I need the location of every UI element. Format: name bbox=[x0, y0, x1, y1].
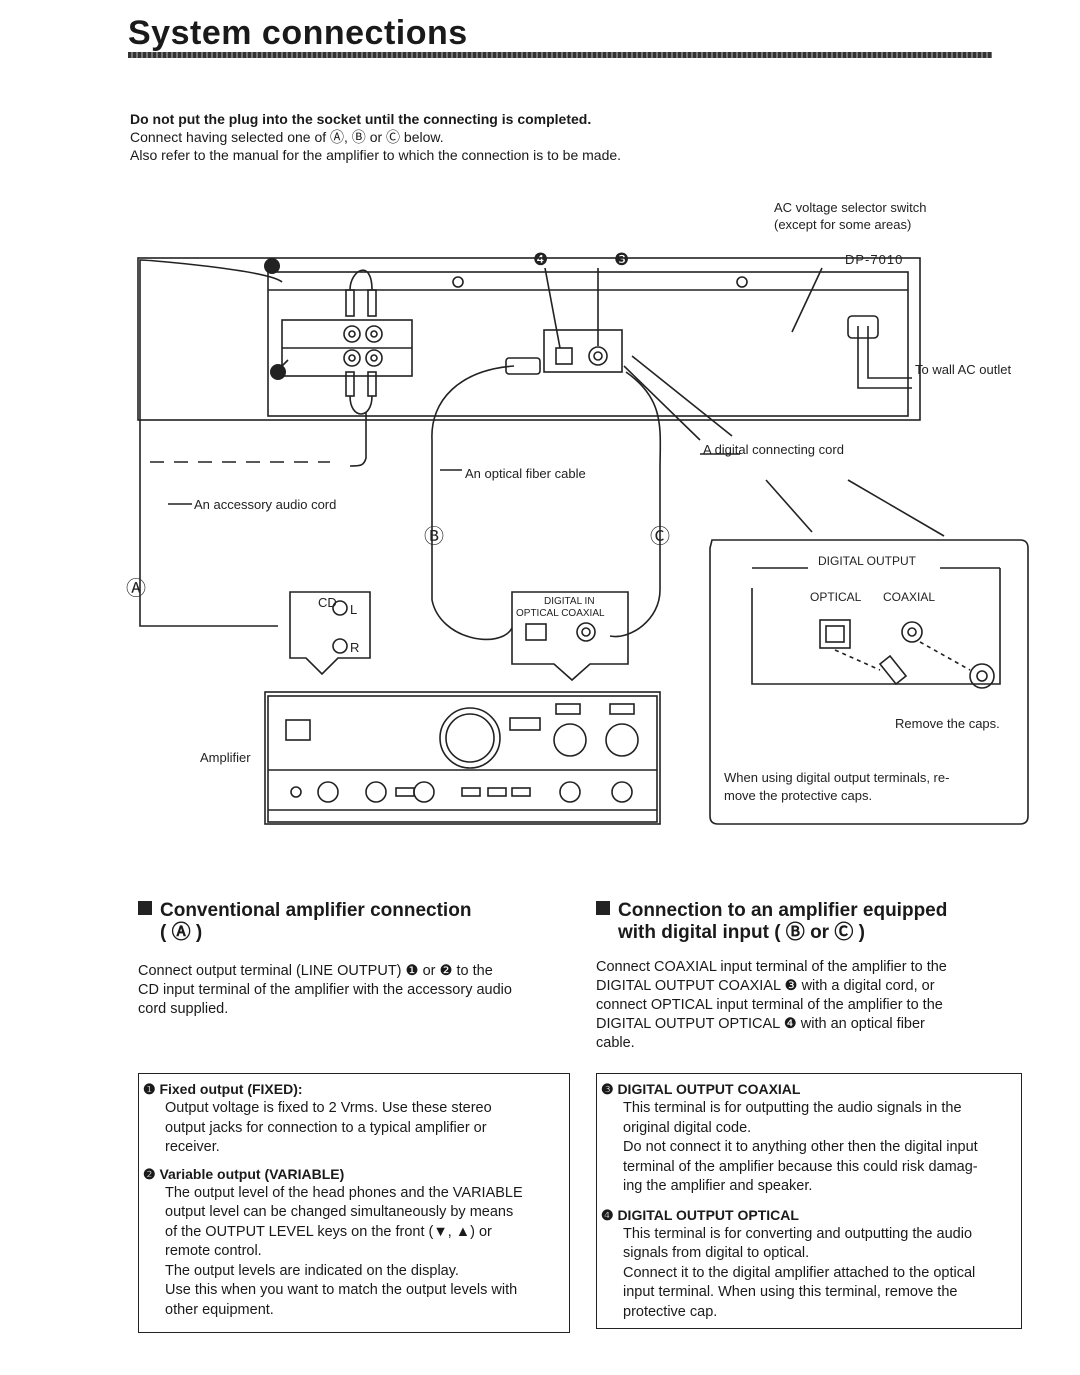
label-ac-switch-1: AC voltage selector switch bbox=[774, 200, 927, 215]
digital-coaxial-line: original digital code. bbox=[623, 1119, 752, 1136]
left-body: Connect output terminal (LINE OUTPUT) ❶ … bbox=[138, 962, 558, 1019]
right-body-line: connect OPTICAL input terminal of the am… bbox=[596, 997, 943, 1013]
label-coaxial: COAXIAL bbox=[883, 590, 936, 604]
variable-output-line: remote control. bbox=[165, 1243, 262, 1259]
page-title: System connections bbox=[128, 14, 468, 52]
intro: Do not put the plug into the socket unti… bbox=[130, 110, 621, 164]
diagram-drawing bbox=[137, 257, 1029, 825]
fixed-output-heading: ❶ Fixed output (FIXED): bbox=[143, 1081, 303, 1097]
left-heading-line-1: Conventional amplifier connection bbox=[160, 900, 472, 921]
intro-line-2: Connect having selected one of Ⓐ, Ⓑ or Ⓒ… bbox=[130, 129, 444, 145]
digital-optical-line: input terminal. When using this terminal… bbox=[623, 1284, 958, 1300]
right-body-line: DIGITAL OUTPUT OPTICAL ❹ with an optical… bbox=[596, 1016, 925, 1032]
left-info-box: ❶ Fixed output (FIXED): Output voltage i… bbox=[138, 1073, 570, 1333]
left-heading-line-2: ( Ⓐ ) bbox=[160, 922, 203, 943]
label-optical: OPTICAL bbox=[810, 590, 862, 604]
label-optical-cable: An optical fiber cable bbox=[465, 466, 586, 481]
right-heading-line-1: Connection to an amplifier equipped bbox=[618, 900, 948, 921]
fixed-output-line: Output voltage is fixed to 2 Vrms. Use t… bbox=[165, 1100, 492, 1116]
left-body-line: cord supplied. bbox=[138, 1001, 229, 1017]
digital-optical-line: Connect it to the digital amplifier atta… bbox=[623, 1264, 976, 1281]
fixed-output-line: output jacks for connection to a typical… bbox=[165, 1119, 487, 1136]
variable-output-line: The output levels are indicated on the d… bbox=[165, 1262, 459, 1279]
variable-output-line: other equipment. bbox=[165, 1301, 274, 1318]
label-digital-cord: A digital connecting cord bbox=[703, 442, 844, 457]
digital-optical-heading: ❹ DIGITAL OUTPUT OPTICAL bbox=[601, 1206, 799, 1223]
label-right: R bbox=[350, 640, 360, 655]
left-body-line: Connect output terminal (LINE OUTPUT) ❶ … bbox=[138, 963, 493, 979]
digital-coaxial-heading: ❸ DIGITAL OUTPUT COAXIAL bbox=[601, 1081, 801, 1097]
variable-output-line: output level can be changed simultaneous… bbox=[165, 1204, 514, 1220]
label-ac-switch-2: (except for some areas) bbox=[774, 217, 912, 232]
label-audio-cord: An accessory audio cord bbox=[194, 497, 337, 512]
right-info-box: ❸ DIGITAL OUTPUT COAXIAL This terminal i… bbox=[596, 1073, 1022, 1329]
marker-c: Ⓒ bbox=[650, 526, 670, 548]
title-rule bbox=[128, 52, 992, 58]
right-body-line: cable. bbox=[596, 1035, 635, 1051]
variable-output-heading: ❷ Variable output (VARIABLE) bbox=[143, 1165, 345, 1182]
fixed-output-line: receiver. bbox=[165, 1139, 220, 1155]
digital-optical-line: signals from digital to optical. bbox=[623, 1245, 810, 1261]
right-body: Connect COAXIAL input terminal of the am… bbox=[596, 958, 1026, 1053]
label-optical-coaxial: OPTICAL COAXIAL bbox=[516, 608, 605, 619]
label-amplifier: Amplifier bbox=[200, 750, 251, 765]
variable-output-line: The output level of the head phones and … bbox=[165, 1184, 523, 1201]
marker-4: ❹ bbox=[533, 250, 549, 269]
intro-line-3: Also refer to the manual for the amplifi… bbox=[130, 147, 622, 163]
digital-coaxial-line: This terminal is for outputting the audi… bbox=[623, 1100, 962, 1116]
square-bullet-icon bbox=[596, 901, 610, 915]
right-body-line: Connect COAXIAL input terminal of the am… bbox=[596, 959, 947, 975]
digital-coaxial-line: Do not connect it to anything other then… bbox=[623, 1139, 978, 1155]
label-model: DP-7010 bbox=[845, 252, 904, 267]
right-body-line: DIGITAL OUTPUT COAXIAL ❸ with a digital … bbox=[596, 978, 935, 994]
variable-output-line: Use this when you want to match the outp… bbox=[165, 1282, 518, 1298]
label-cd: CD bbox=[318, 595, 337, 610]
connection-diagram: AC voltage selector switch (except for s… bbox=[0, 180, 1080, 840]
label-remove-caps: Remove the caps. bbox=[895, 716, 1000, 731]
label-wall-outlet: To wall AC outlet bbox=[915, 362, 1012, 377]
digital-coaxial-line: ing the amplifier and speaker. bbox=[623, 1178, 813, 1194]
variable-output-line: of the OUTPUT LEVEL keys on the front (▼… bbox=[165, 1223, 492, 1240]
note-line-2: move the protective caps. bbox=[724, 788, 873, 803]
marker-3: ❸ bbox=[614, 250, 630, 269]
marker-a: Ⓐ bbox=[126, 578, 146, 600]
right-heading-line-2: with digital input ( Ⓑ or Ⓒ ) bbox=[618, 922, 865, 943]
label-digital-output: DIGITAL OUTPUT bbox=[818, 554, 917, 568]
square-bullet-icon bbox=[138, 901, 152, 915]
right-heading: Connection to an amplifier equipped with… bbox=[596, 900, 1026, 944]
left-body-line: CD input terminal of the amplifier with … bbox=[138, 982, 512, 998]
label-left: L bbox=[350, 602, 358, 617]
note-line-1: When using digital output terminals, re- bbox=[724, 770, 950, 785]
digital-optical-line: protective cap. bbox=[623, 1303, 718, 1320]
marker-b: Ⓑ bbox=[424, 526, 444, 548]
digital-coaxial-line: terminal of the amplifier because this c… bbox=[623, 1158, 978, 1175]
label-digital-in: DIGITAL IN bbox=[544, 596, 595, 607]
left-heading: Conventional amplifier connection ( Ⓐ ) bbox=[138, 900, 558, 944]
digital-optical-line: This terminal is for converting and outp… bbox=[623, 1225, 973, 1242]
intro-warning: Do not put the plug into the socket unti… bbox=[130, 111, 592, 127]
